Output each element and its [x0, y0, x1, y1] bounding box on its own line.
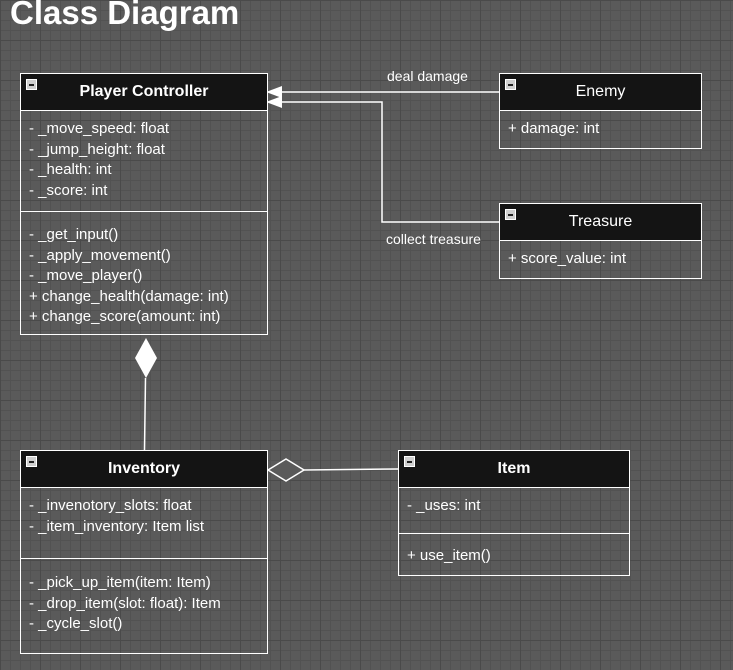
- attributes-section: - _invenotory_slots: float - _item_inven…: [21, 488, 267, 558]
- method-row: + use_item(): [407, 547, 491, 564]
- attribute-row: - _score: int: [29, 181, 108, 199]
- method-row: - _move_player(): [29, 267, 143, 284]
- methods-section: - _pick_up_item(item: Item) - _drop_item…: [21, 558, 267, 639]
- collapse-icon[interactable]: [505, 209, 516, 220]
- attributes-section: - _move_speed: float - _jump_height: flo…: [21, 111, 267, 211]
- class-name: Treasure: [568, 213, 633, 230]
- attributes-section: + score_value: int: [500, 241, 701, 274]
- class-name: Player Controller: [79, 83, 209, 100]
- aggregation-diamond: [266, 458, 306, 482]
- attribute-row: - _item_inventory: Item list: [29, 517, 205, 535]
- treasure-association-arrowhead: [266, 96, 282, 108]
- attribute-row: + damage: int: [508, 120, 600, 137]
- method-row: + change_health(damage: int): [29, 287, 229, 305]
- attribute-row: - _health: int: [29, 161, 112, 178]
- attributes-section: - _uses: int: [399, 488, 629, 533]
- treasure-association-line: [270, 101, 499, 223]
- method-row: - _get_input(): [29, 226, 119, 243]
- attribute-row: - _jump_height: float: [29, 140, 165, 158]
- collect-treasure-label: collect treasure: [386, 231, 481, 247]
- class-enemy[interactable]: Enemy + damage: int: [499, 73, 702, 149]
- method-row: + change_score(amount: int): [29, 308, 221, 325]
- enemy-association-arrowhead: [266, 86, 282, 98]
- class-treasure[interactable]: Treasure + score_value: int: [499, 203, 702, 279]
- composition-diamond: [135, 338, 157, 378]
- diagram-title: Class Diagram: [10, 0, 240, 31]
- composition-line: [143, 377, 147, 451]
- methods-section: - _get_input() - _apply_movement() - _mo…: [21, 211, 267, 332]
- class-header[interactable]: Inventory: [21, 451, 267, 488]
- class-header[interactable]: Item: [399, 451, 629, 488]
- class-item[interactable]: Item - _uses: int + use_item(): [398, 450, 630, 576]
- method-row: - _cycle_slot(): [29, 615, 123, 632]
- collapse-icon[interactable]: [26, 456, 37, 467]
- class-name: Enemy: [575, 83, 626, 100]
- attribute-row: + score_value: int: [508, 250, 626, 267]
- attribute-row: - _uses: int: [407, 497, 481, 514]
- deal-damage-label: deal damage: [387, 68, 468, 84]
- class-name: Item: [497, 460, 531, 477]
- attribute-row: - _move_speed: float: [29, 120, 170, 137]
- aggregation-line: [303, 468, 399, 471]
- class-header[interactable]: Enemy: [500, 74, 701, 111]
- class-header[interactable]: Player Controller: [21, 74, 267, 111]
- collapse-icon[interactable]: [26, 79, 37, 90]
- methods-section: + use_item(): [399, 533, 629, 571]
- class-inventory[interactable]: Inventory - _invenotory_slots: float - _…: [20, 450, 268, 654]
- class-player-controller[interactable]: Player Controller - _move_speed: float -…: [20, 73, 268, 335]
- method-row: - _apply_movement(): [29, 246, 171, 264]
- attributes-section: + damage: int: [500, 111, 701, 144]
- collapse-icon[interactable]: [505, 79, 516, 90]
- class-header[interactable]: Treasure: [500, 204, 701, 241]
- method-row: - _drop_item(slot: float): Item: [29, 594, 221, 612]
- class-name: Inventory: [107, 460, 180, 477]
- attribute-row: - _invenotory_slots: float: [29, 497, 192, 514]
- method-row: - _pick_up_item(item: Item): [29, 574, 211, 591]
- collapse-icon[interactable]: [404, 456, 415, 467]
